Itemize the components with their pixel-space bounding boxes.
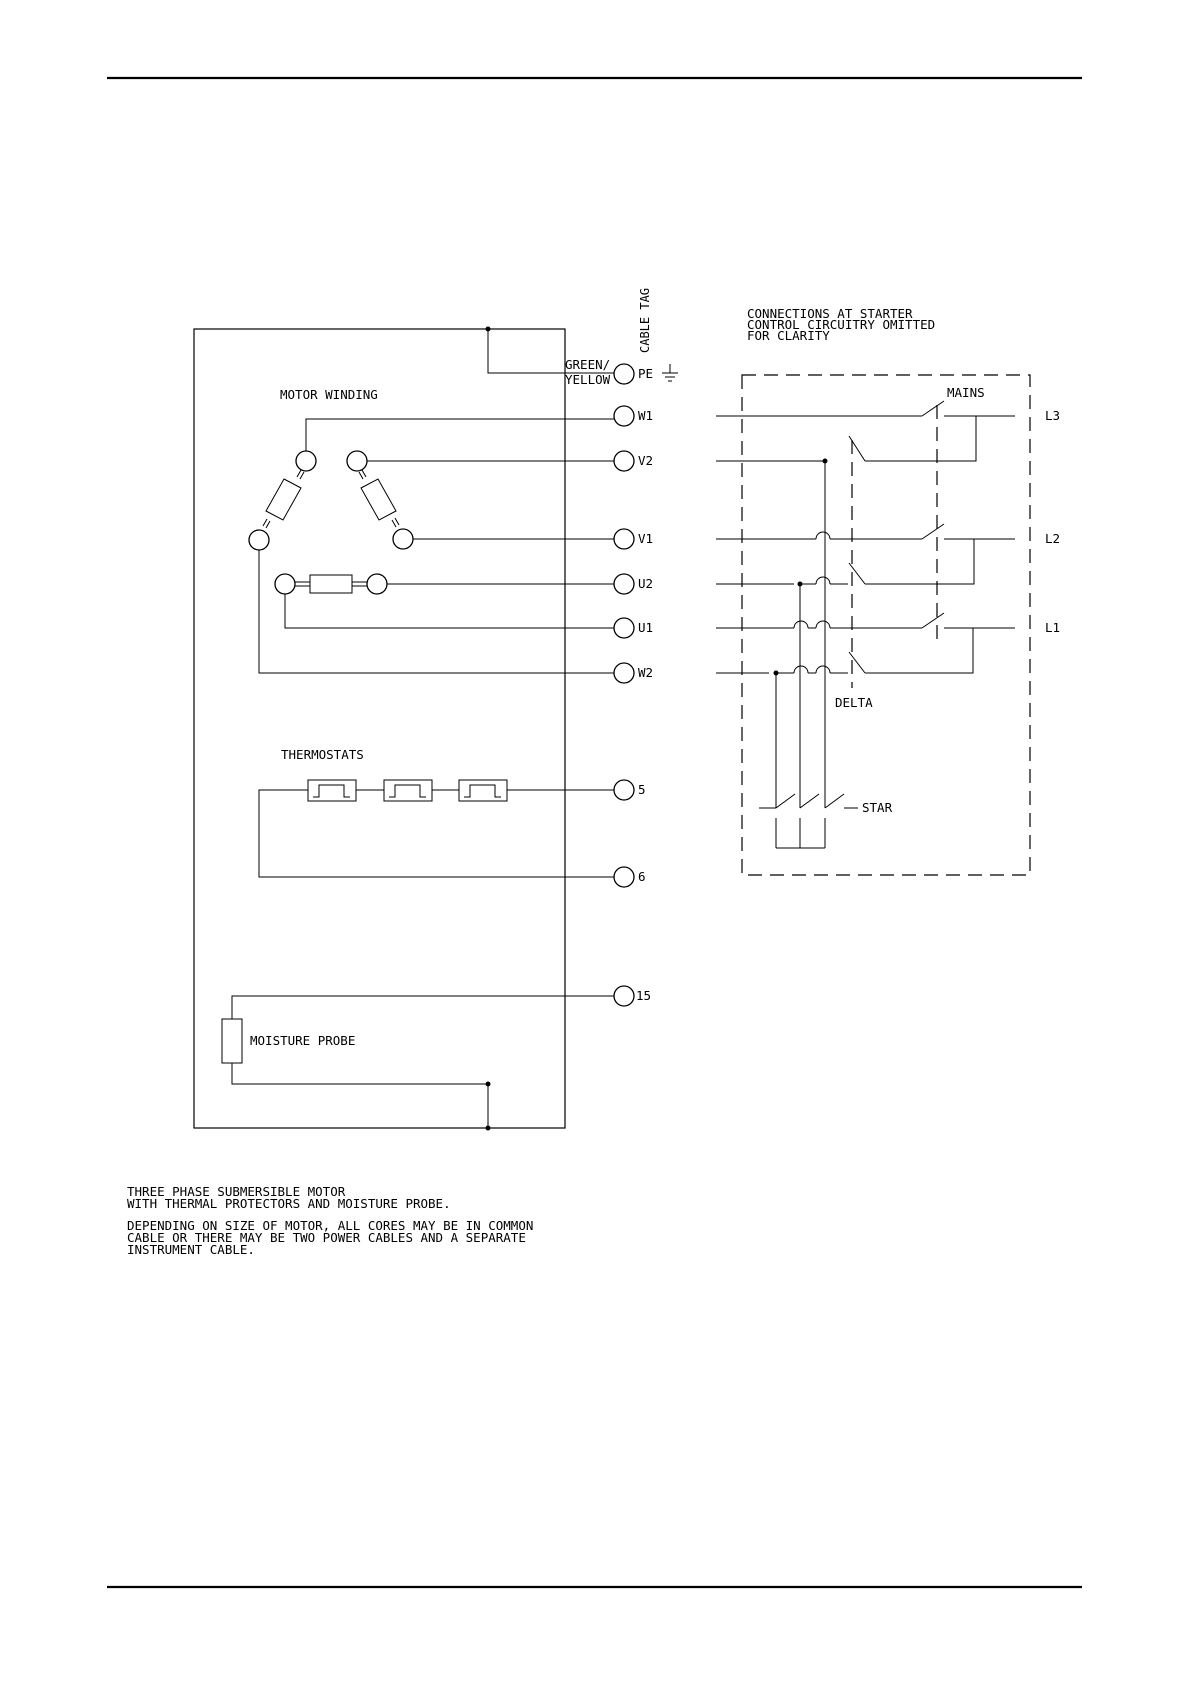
star-label: STAR bbox=[862, 800, 893, 815]
cable-tag-label: CABLE TAG bbox=[638, 288, 652, 353]
line-l3-label: L3 bbox=[1045, 408, 1060, 423]
moisture-probe-label: MOISTURE PROBE bbox=[250, 1033, 355, 1048]
motor-winding-label: MOTOR WINDING bbox=[280, 387, 378, 402]
terminal-pe-label: PE bbox=[638, 366, 653, 381]
winding-coil-icon bbox=[248, 450, 317, 551]
terminal-u1-label: U1 bbox=[638, 620, 653, 635]
terminal-6-label: 6 bbox=[638, 869, 646, 884]
mains-label: MAINS bbox=[947, 385, 985, 400]
motor-enclosure bbox=[193, 326, 614, 1129]
footer-note-line-3: DEPENDING ON SIZE OF MOTOR, ALL CORES MA… bbox=[127, 1218, 533, 1233]
star-contactor bbox=[759, 793, 858, 849]
footer-note-line-2: WITH THERMAL PROTECTORS AND MOISTURE PRO… bbox=[127, 1196, 451, 1211]
starter-note-line-2: CONTROL CIRCUITRY OMITTED bbox=[747, 317, 935, 332]
terminal-5-label: 5 bbox=[638, 782, 646, 797]
starter-enclosure bbox=[741, 374, 1031, 876]
line-l1-label: L1 bbox=[1045, 620, 1060, 635]
footer-note-line-5: INSTRUMENT CABLE. bbox=[127, 1242, 255, 1257]
thermostat-icon bbox=[383, 779, 433, 802]
green-label: GREEN/ bbox=[565, 357, 610, 372]
starter-note-line-1: CONNECTIONS AT STARTER bbox=[747, 306, 913, 321]
terminal-w1-label: W1 bbox=[638, 408, 653, 423]
terminal-15-label: 15 bbox=[636, 988, 651, 1003]
footer-note-line-1: THREE PHASE SUBMERSIBLE MOTOR bbox=[127, 1184, 346, 1199]
winding-coil-icon bbox=[274, 573, 388, 595]
yellow-label: YELLOW bbox=[565, 372, 611, 387]
terminal-v1-label: V1 bbox=[638, 531, 653, 546]
earth-ground-icon bbox=[662, 364, 678, 382]
starter-note-line-3: FOR CLARITY bbox=[747, 328, 830, 343]
thermostat-icon bbox=[458, 779, 508, 802]
thermostat-icon bbox=[307, 779, 357, 802]
terminal-strip bbox=[613, 363, 635, 1007]
terminal-v2-label: V2 bbox=[638, 453, 653, 468]
footer-note-line-4: CABLE OR THERE MAY BE TWO POWER CABLES A… bbox=[127, 1230, 526, 1245]
resistor-icon bbox=[221, 1018, 243, 1064]
line-l2-label: L2 bbox=[1045, 531, 1060, 546]
thermostats-label: THERMOSTATS bbox=[281, 747, 364, 762]
terminal-w2-label: W2 bbox=[638, 665, 653, 680]
terminal-u2-label: U2 bbox=[638, 576, 653, 591]
delta-label: DELTA bbox=[835, 695, 873, 710]
winding-coil-icon bbox=[346, 450, 414, 550]
